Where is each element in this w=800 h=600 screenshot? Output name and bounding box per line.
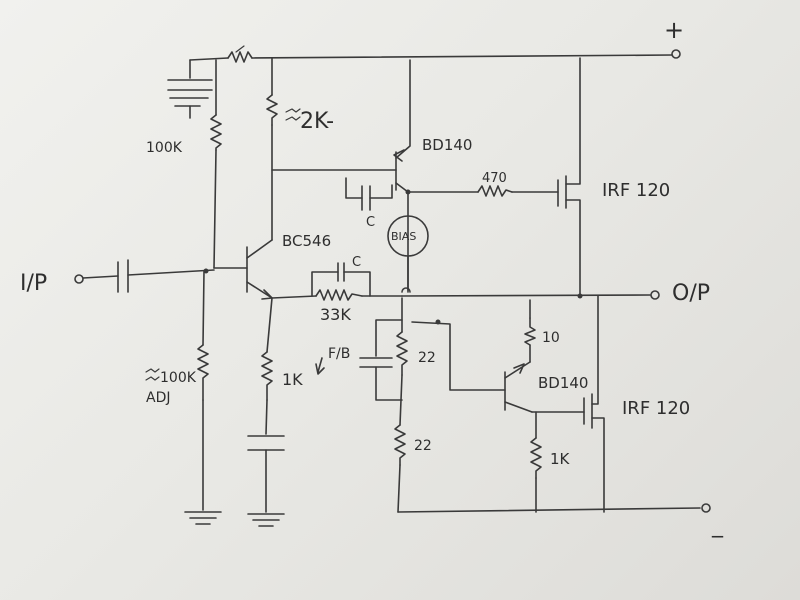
input-terminal[interactable] [74, 274, 84, 284]
negative-rail [397, 503, 711, 513]
resistor-100k-top [210, 59, 222, 269]
output-label: O/P [672, 281, 710, 306]
resistor-10 [524, 299, 536, 363]
r-10-label: 10 [542, 330, 560, 346]
output-terminal[interactable] [650, 290, 660, 300]
feedback-network [271, 262, 403, 301]
r-collector-label: 2K- [300, 109, 334, 134]
positive-terminal[interactable] [671, 49, 681, 59]
r-22-upper-label: 22 [418, 350, 436, 366]
r-bias-adj-label: 100K [160, 370, 197, 386]
r-1k-bottom-label: 1K [550, 450, 571, 468]
ground-symbol-left [184, 511, 222, 525]
mosfet-bottom-label: IRF 120 [622, 398, 690, 419]
q-input-label: BC546 [282, 232, 331, 250]
transistor-bd140-bottom [411, 319, 533, 413]
negative-terminal[interactable] [701, 503, 711, 513]
transistor-bc546 [213, 239, 273, 300]
q-driver-bottom-label: BD140 [538, 374, 588, 392]
input-label: I/P [20, 271, 47, 296]
ground-symbol-right [247, 513, 285, 527]
feedback-label: F/B [328, 346, 350, 362]
mosfet-top-label: IRF 120 [602, 180, 670, 201]
cap-c1-label: C [366, 215, 375, 230]
mosfet-irf120-bottom [531, 295, 605, 513]
input-path [74, 259, 215, 293]
r-gate-label: 470 [482, 171, 507, 186]
bias-label: BIAS [391, 230, 416, 243]
output-rail [401, 290, 660, 300]
emitter-network [247, 297, 285, 527]
q-driver-top-label: BD140 [422, 136, 472, 154]
cap-c2-label: C [352, 255, 361, 270]
bias-element [387, 215, 429, 293]
r-top-bias-label: 100K [146, 140, 183, 156]
mosfet-irf120-top [557, 57, 581, 297]
adj-label: ADJ [146, 390, 171, 406]
resistor-1k-bottom [530, 411, 542, 513]
capacitor-feedback [315, 319, 403, 401]
resistor-22-lower [394, 424, 406, 513]
capacitor-c-top [345, 177, 393, 211]
rail-resistor [227, 51, 253, 63]
resistor-2k [266, 57, 301, 241]
plus-label: + [664, 16, 684, 44]
transistor-bd140-top [271, 59, 411, 291]
minus-label: _ [711, 513, 724, 538]
resistor-100k-adj [145, 270, 222, 525]
r-feedback-label: 33K [320, 305, 351, 324]
resistor-470 [407, 185, 559, 197]
r-emitter-label: 1K [282, 370, 303, 389]
positive-rail [189, 45, 681, 63]
resistor-22-upper [396, 297, 408, 426]
r-22-lower-label: 22 [414, 438, 432, 454]
decoupling-capacitor [167, 59, 213, 119]
